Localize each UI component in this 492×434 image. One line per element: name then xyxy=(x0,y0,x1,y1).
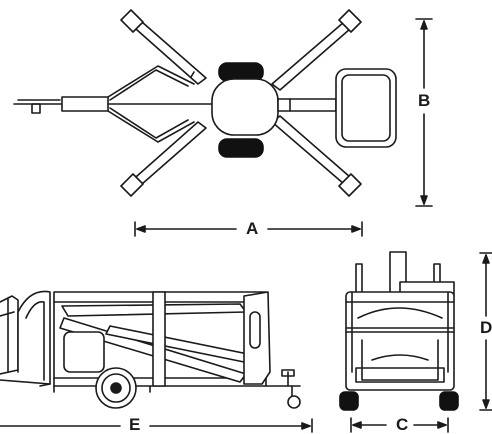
dimension-label-b: B xyxy=(415,92,434,110)
turret xyxy=(211,78,279,136)
dimension-label-e: E xyxy=(126,416,144,434)
wheel-side xyxy=(95,367,137,409)
dimension-b xyxy=(415,18,433,207)
dimension-a xyxy=(134,221,363,237)
outrigger-legs xyxy=(120,9,362,197)
wheel-rear-left xyxy=(339,391,359,411)
boom-top xyxy=(277,98,337,112)
dimension-e xyxy=(0,418,313,433)
tow-bar xyxy=(13,65,215,143)
basket-top xyxy=(335,68,397,148)
top-view xyxy=(13,9,433,237)
dimension-label-c: C xyxy=(393,416,412,434)
side-view xyxy=(0,290,313,433)
rear-view xyxy=(339,251,492,433)
dimension-label-a: A xyxy=(243,220,262,238)
dimension-label-d: D xyxy=(477,319,492,337)
dimension-c xyxy=(350,417,449,433)
dimension-d xyxy=(479,252,492,411)
wheel-rear-right xyxy=(439,391,459,411)
wheel-top-lower xyxy=(218,138,264,158)
